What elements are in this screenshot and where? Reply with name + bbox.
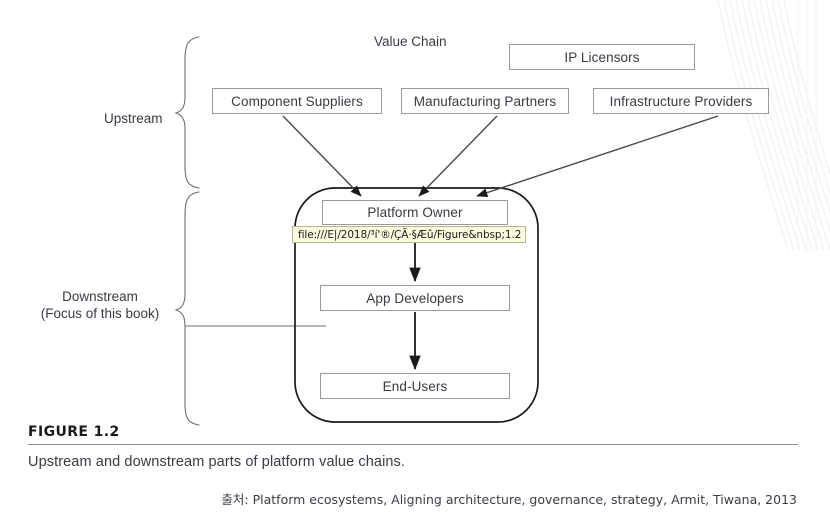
arrow-component-suppliers-to-platform <box>282 115 362 197</box>
browser-status-tooltip: file:///E|/2018/³í'®/ÇÃ·§Æû/Figure&nbsp;… <box>292 226 527 243</box>
upstream-brace <box>174 36 200 189</box>
figure-caption-text: Upstream and downstream parts of platfor… <box>28 454 406 470</box>
node-app-developers: App Developers <box>320 285 510 311</box>
figure-caption-block: FIGURE 1.2 Upstream and downstream parts… <box>28 424 798 470</box>
node-ip-licensors: IP Licensors <box>509 44 695 70</box>
node-manufacturing-partners: Manufacturing Partners <box>401 88 569 114</box>
bracket-label-downstream: Downstream (Focus of this book) <box>33 288 167 322</box>
arrow-infrastructure-to-platform <box>476 115 719 197</box>
bracket-label-upstream: Upstream <box>104 111 163 126</box>
chart-title-value-chain: Value Chain <box>374 34 447 49</box>
downstream-label-line-1: Downstream <box>62 289 138 304</box>
figure-number-label: FIGURE 1.2 <box>28 424 120 440</box>
node-component-suppliers: Component Suppliers <box>212 88 382 114</box>
node-platform-owner: Platform Owner <box>322 200 508 225</box>
source-attribution-line: 출처: Platform ecosystems, Aligning archit… <box>221 492 797 507</box>
caption-divider <box>28 444 798 445</box>
node-infrastructure-providers: Infrastructure Providers <box>593 88 769 114</box>
platform-ecosystem-boundary <box>294 187 539 423</box>
figure-diagram: Value Chain Upstream Downstream (Focus o… <box>33 34 769 426</box>
node-end-users: End-Users <box>320 373 510 399</box>
arrow-manufacturing-to-platform <box>418 115 498 197</box>
downstream-brace <box>174 191 326 426</box>
downstream-label-line-2: (Focus of this book) <box>40 306 160 321</box>
diagram-vector-layer <box>174 36 719 426</box>
